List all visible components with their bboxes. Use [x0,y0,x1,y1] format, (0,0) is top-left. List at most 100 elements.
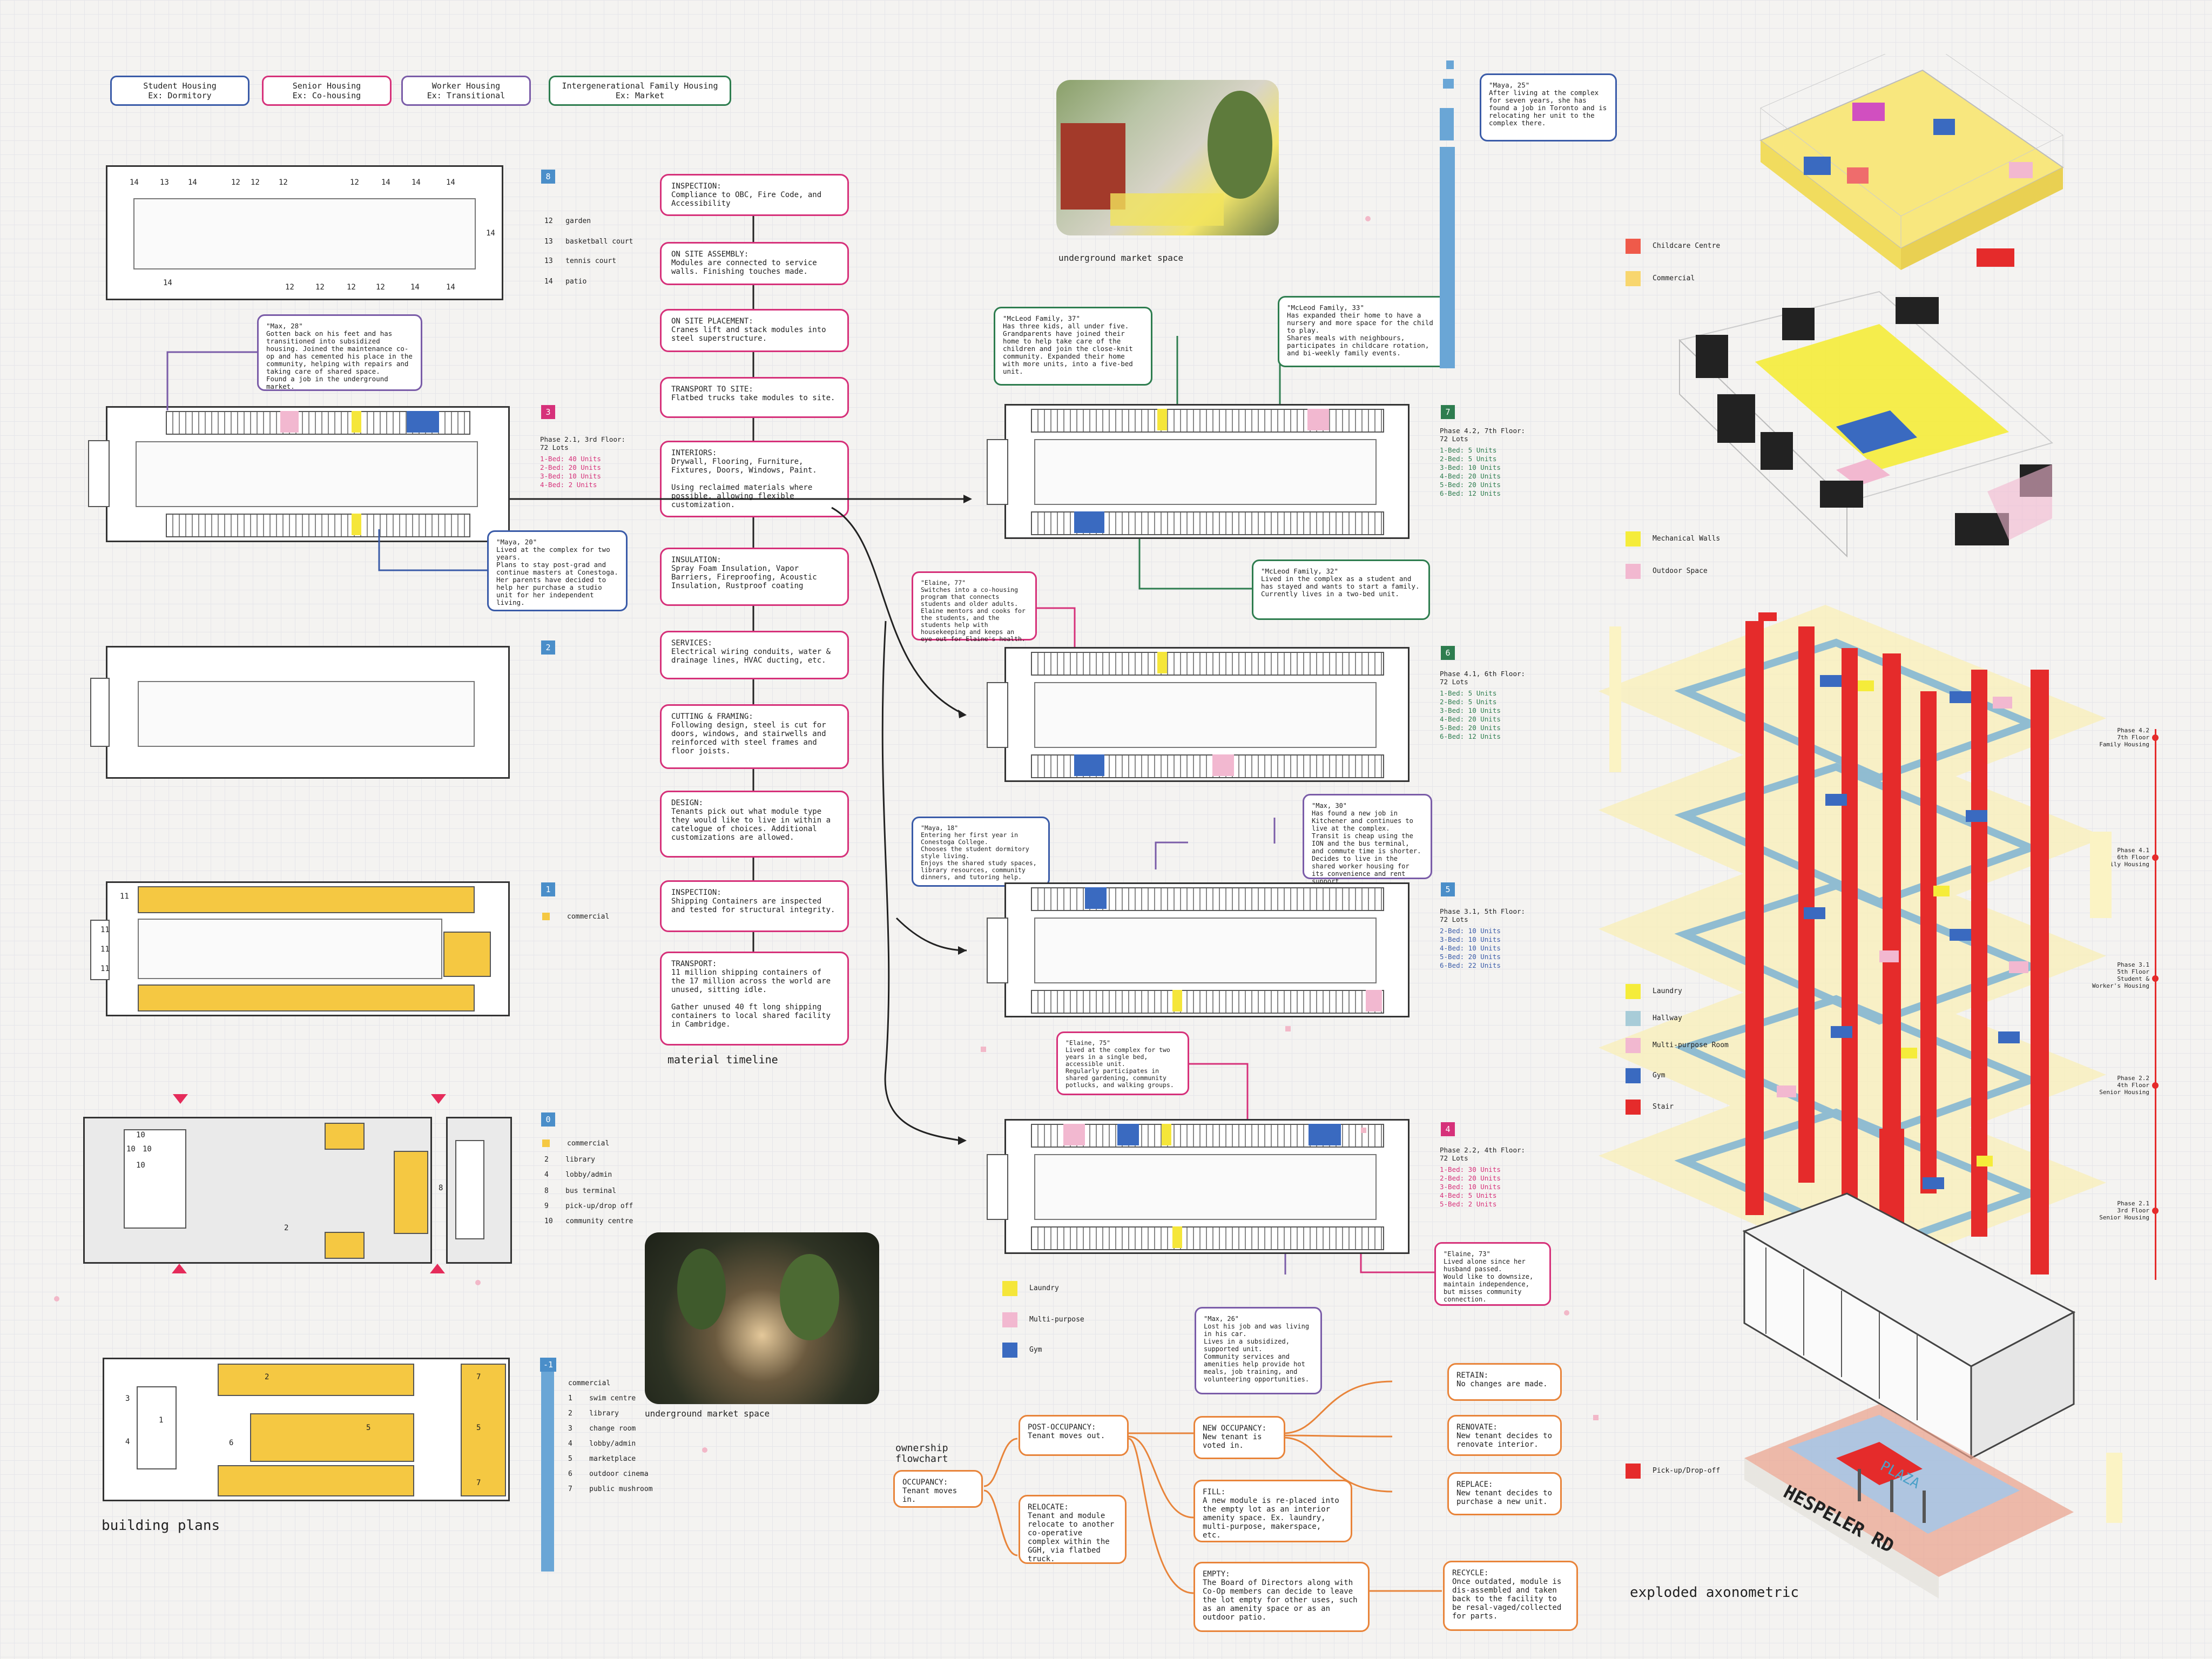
of-relocate: RELOCATE: Tenant and module relocate to … [1019,1495,1127,1564]
plan-floor-2 [90,646,510,779]
mechanical-walls-swatch [1626,531,1641,547]
building-plans-caption: building plans [102,1518,220,1534]
plan-basement-legend-6: 6 outdoor cinema [568,1470,649,1478]
plan-basement-legend-0: commercial [568,1379,611,1387]
unit-strip-bottom [1031,1226,1384,1250]
multi-purpose-swatch [1002,1312,1017,1327]
of-occupancy: OCCUPANCY: Tenant moves in. [893,1470,983,1508]
deco-dot [475,1280,481,1285]
grid-label: 13 [160,178,169,187]
phase-axis-dot [2152,1208,2159,1214]
grid-label: 2 [265,1373,269,1381]
plan-basement-marks: 3 4 1 6 2 5 5 7 7 [125,1373,481,1487]
axo-roof-garden [1678,291,2054,558]
deco-square [1593,1415,1599,1420]
grid-label: 6 [229,1439,233,1447]
axo-childcare-block [1977,248,2014,267]
plan-3-title: Phase 2.1, 3rd Floor: 72 Lots [540,435,626,451]
commercial-swatch [542,913,550,920]
plan-8-marks: 14 13 14 12 12 12 12 14 14 14 14 12 12 1… [130,178,495,292]
note-max-26: "Max, 26" Lost his job and was living in… [1195,1307,1322,1394]
timeline-step-inspection-final: INSPECTION: Compliance to OBC, Fire Code… [660,174,849,216]
bus-bay [455,1140,484,1239]
gym-module [1074,511,1104,533]
grid-label: 14 [486,229,495,238]
gym-module [1117,1124,1139,1145]
childcare-swatch [1626,239,1641,254]
phase-axis-dot [2152,734,2159,741]
entry-arrow-icon [172,1264,187,1273]
axo-gym-block [1804,157,1831,175]
plan-6-unit-2: 3-Bed: 10 Units [1440,706,1501,714]
basement-level-bar [541,1372,554,1572]
deco-square [1285,1026,1291,1031]
timeline-step-inspection-containers: INSPECTION: Shipping Containers are insp… [660,880,849,932]
plan-8-legend-2: 13 tennis court [544,257,617,265]
grid-label: 2 [284,1224,288,1232]
legend-pickup: Pick-up/Drop-off [1653,1467,1721,1475]
grid-label: 10 [126,1145,136,1154]
commercial-block [325,1123,365,1150]
note-elaine-75: "Elaine, 75" Lived at the complex for tw… [1056,1031,1189,1095]
deco-rect [2090,832,2112,918]
plan-7-title: Phase 4.2, 7th Floor: 72 Lots [1440,427,1526,443]
plan-basement-legend-5: 5 marketplace [568,1455,636,1463]
plan-3-unit-1: 2-Bed: 20 Units [540,463,601,471]
floor-badge-5: 5 [1441,882,1455,896]
legend-student-housing: Student Housing Ex: Dormitory [110,76,249,106]
stair-column [1842,648,1858,1215]
legend-stair: Stair [1653,1103,1674,1111]
deco-dot [702,1447,707,1453]
timeline-step-onsite-placement: ON SITE PLACEMENT: Cranes lift and stack… [660,309,849,352]
timeline-step-insulation: INSULATION: Spray Foam Insulation, Vapor… [660,548,849,606]
commercial-block [218,1465,414,1496]
commercial-strip-top [138,886,475,913]
note-max-28: "Max, 28" Gotten back on his feet and ha… [257,314,422,391]
plan-8-legend-1: 13 basketball court [544,238,633,246]
stair-column [1745,621,1764,1215]
entry-arrow-icon [173,1094,188,1104]
phase-label-2-1: Phase 2.1 3rd Floor Senior Housing [2099,1200,2149,1221]
axo-top-layer [1759,54,2064,270]
plan-5-unit-0: 2-Bed: 10 Units [1440,927,1501,935]
legend-multipurpose-room: Multi-purpose Room [1653,1041,1729,1049]
multi-purpose-module [1212,754,1234,776]
laundry-swatch [1626,984,1641,999]
legend-commercial: Commercial [1653,274,1695,282]
plan-courtyard [138,919,442,979]
floor-badge-4: 4 [1441,1122,1455,1136]
plan-courtyard [1034,1154,1377,1220]
plan-side-block [987,682,1008,748]
grid-label: 11 [100,945,110,954]
community-centre-block [124,1129,186,1229]
grid-label: 12 [279,178,288,187]
laundry-module [352,411,361,433]
gym-swatch [1002,1343,1017,1358]
commercial-block [325,1232,365,1259]
plan-5-unit-4: 6-Bed: 22 Units [1440,961,1501,969]
deco-rect [1609,626,1621,772]
grid-label: 14 [381,178,390,187]
axo-childcare-block [1847,167,1869,184]
deco-dot [1365,216,1371,221]
note-maya-25: "Maya, 25" After living at the complex f… [1480,73,1617,141]
of-empty: EMPTY: The Board of Directors along with… [1193,1562,1370,1632]
stair-column [1971,670,1987,1237]
note-max-30: "Max, 30" Has found a new job in Kitchen… [1303,794,1432,885]
photo-caption-bottom: underground market space [645,1408,770,1419]
phase-bar [1440,147,1455,368]
legend-childcare: Childcare Centre [1653,242,1721,250]
grid-label: 14 [130,178,139,187]
laundry-module [1162,1124,1171,1145]
axo-childcare-block [1852,103,1885,121]
unit-strip-bottom [166,514,470,537]
stair-column [2031,670,2049,1274]
floor-badge-1: 1 [541,882,555,896]
timeline-step-transport-site: TRANSPORT TO SITE: Flatbed trucks take m… [660,377,849,418]
plan-3-unit-2: 3-Bed: 10 Units [540,472,601,480]
bus-terminal-plan [446,1117,512,1264]
plan-0-legend-3: 8 bus terminal [544,1187,617,1195]
phase-axis-dot [2152,854,2159,861]
plan-6-unit-3: 4-Bed: 20 Units [1440,715,1501,723]
public-mushroom-block [461,1364,506,1496]
